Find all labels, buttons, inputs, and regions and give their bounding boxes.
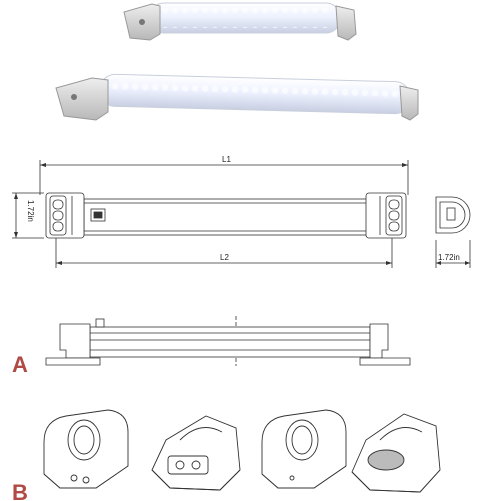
dimension-label-width: 1.72in — [438, 253, 460, 262]
section-label-a: A — [12, 352, 28, 377]
mounting-clip-icon-1 — [43, 409, 129, 489]
mounting-clip-icon-2 — [151, 415, 241, 491]
led-lamp-short-icon — [123, 2, 357, 41]
led-lamp-long-icon — [55, 73, 419, 121]
technical-drawing-top-view — [12, 160, 409, 268]
dimension-label-l2: L2 — [220, 253, 229, 262]
section-label-b: B — [12, 480, 28, 501]
mounting-clip-icon-4 — [351, 413, 441, 493]
technical-drawing-end-view — [435, 196, 471, 268]
mounting-clip-icon-3 — [261, 409, 347, 489]
technical-drawing-side-view — [45, 316, 411, 366]
dimension-label-height: 1.72in — [26, 200, 35, 222]
dimension-label-l1: L1 — [222, 155, 231, 164]
